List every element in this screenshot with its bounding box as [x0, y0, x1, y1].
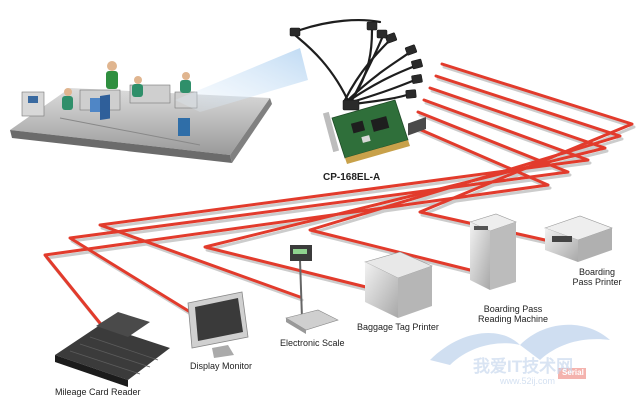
electronic-scale-device: [285, 245, 339, 334]
label-electronic-scale: Electronic Scale: [280, 338, 345, 348]
watermark-url: www.52ij.com: [500, 376, 556, 386]
boarding-pass-printer-device: [544, 215, 613, 262]
serial-cables: [43, 62, 636, 343]
mileage-card-reader-device: [55, 312, 170, 387]
card-label: CP-168EL-A: [323, 172, 380, 183]
watermark-cn-text: 我爱IT技术网: [473, 357, 574, 376]
label-boarding-pass-printer: Boarding Pass Printer: [572, 267, 622, 287]
db9-connectors: [289, 21, 423, 111]
watermark-logo: [430, 324, 610, 379]
baggage-tag-printer-device: [364, 116, 433, 318]
watermark-badge: Serial: [562, 368, 584, 377]
boarding-pass-reader-device: [469, 213, 517, 290]
label-boarding-pass-reader: Boarding Pass Reading Machine: [477, 304, 549, 324]
label-baggage-tag-printer: Baggage Tag Printer: [357, 322, 439, 332]
octopus-cable: [293, 18, 417, 107]
label-display-monitor: Display Monitor: [190, 361, 253, 371]
display-monitor-device: [187, 291, 249, 358]
highlight-beam: [175, 48, 308, 112]
pcie-card: [322, 99, 410, 164]
label-mileage-card-reader: Mileage Card Reader: [55, 387, 141, 397]
